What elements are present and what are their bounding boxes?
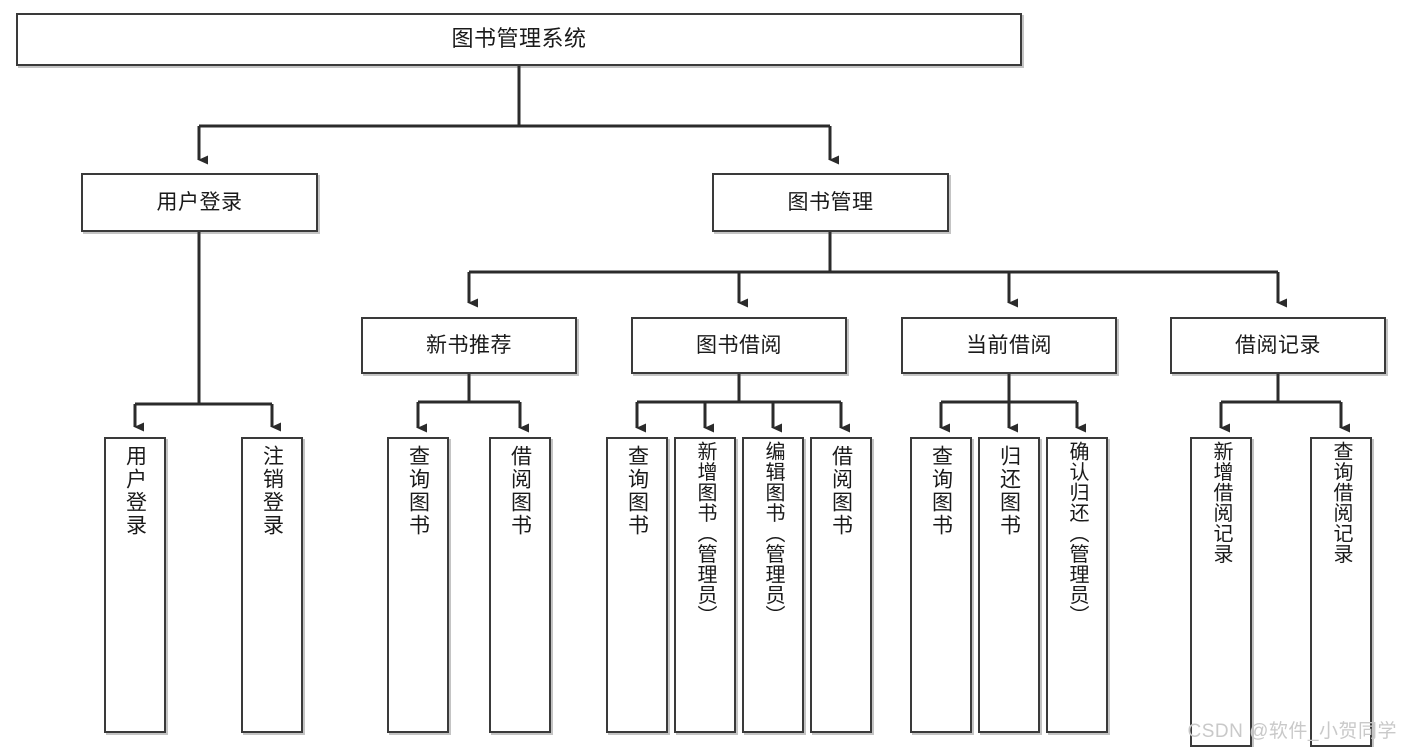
node-leaf-return-book[interactable]: 归还图书 — [978, 437, 1040, 733]
node-borrow-record-label: 借阅记录 — [1235, 333, 1321, 357]
node-leaf-add-book-label: 新增图书（管理员） — [694, 441, 716, 626]
node-current-borrow[interactable]: 当前借阅 — [901, 317, 1117, 374]
node-new-book-rec-label: 新书推荐 — [426, 333, 512, 357]
node-leaf-borrow-book-1-label: 借阅图书 — [508, 445, 532, 537]
node-root-label: 图书管理系统 — [451, 26, 587, 52]
node-leaf-logout-login-label: 注销登录 — [260, 445, 284, 537]
node-leaf-query-record-label: 查询借阅记录 — [1330, 441, 1352, 564]
node-leaf-borrow-book-2-label: 借阅图书 — [829, 445, 853, 537]
node-leaf-borrow-book-1[interactable]: 借阅图书 — [489, 437, 551, 733]
node-leaf-edit-book-label: 编辑图书（管理员） — [762, 441, 784, 626]
node-borrow-record[interactable]: 借阅记录 — [1170, 317, 1386, 374]
node-book-borrow-label: 图书借阅 — [696, 333, 782, 357]
node-user-login-label: 用户登录 — [156, 190, 243, 214]
node-leaf-query-book-1[interactable]: 查询图书 — [387, 437, 449, 733]
node-leaf-query-book-2[interactable]: 查询图书 — [606, 437, 668, 733]
node-user-login[interactable]: 用户登录 — [81, 173, 318, 232]
node-leaf-user-login-label: 用户登录 — [123, 445, 147, 537]
node-book-borrow[interactable]: 图书借阅 — [631, 317, 847, 374]
node-current-borrow-label: 当前借阅 — [966, 333, 1052, 357]
node-leaf-user-login[interactable]: 用户登录 — [104, 437, 166, 733]
csdn-watermark: CSDN @软件_小贺同学 — [1187, 721, 1397, 742]
node-book-manage-label: 图书管理 — [787, 190, 874, 214]
node-leaf-borrow-book-2[interactable]: 借阅图书 — [810, 437, 872, 733]
node-leaf-query-book-3[interactable]: 查询图书 — [910, 437, 972, 733]
node-leaf-add-record[interactable]: 新增借阅记录 — [1190, 437, 1252, 747]
node-leaf-query-record[interactable]: 查询借阅记录 — [1310, 437, 1372, 747]
node-leaf-confirm-return-label: 确认归还（管理员） — [1066, 441, 1088, 626]
node-leaf-query-book-3-label: 查询图书 — [929, 445, 953, 537]
node-new-book-rec[interactable]: 新书推荐 — [361, 317, 577, 374]
node-leaf-add-record-label: 新增借阅记录 — [1210, 441, 1232, 564]
node-book-manage[interactable]: 图书管理 — [712, 173, 949, 232]
node-leaf-return-book-label: 归还图书 — [997, 445, 1021, 537]
node-leaf-edit-book[interactable]: 编辑图书（管理员） — [742, 437, 804, 733]
node-leaf-confirm-return[interactable]: 确认归还（管理员） — [1046, 437, 1108, 733]
node-root[interactable]: 图书管理系统 — [16, 13, 1022, 66]
node-leaf-logout-login[interactable]: 注销登录 — [241, 437, 303, 733]
node-leaf-query-book-2-label: 查询图书 — [625, 445, 649, 537]
node-leaf-add-book[interactable]: 新增图书（管理员） — [674, 437, 736, 733]
node-leaf-query-book-1-label: 查询图书 — [406, 445, 430, 537]
